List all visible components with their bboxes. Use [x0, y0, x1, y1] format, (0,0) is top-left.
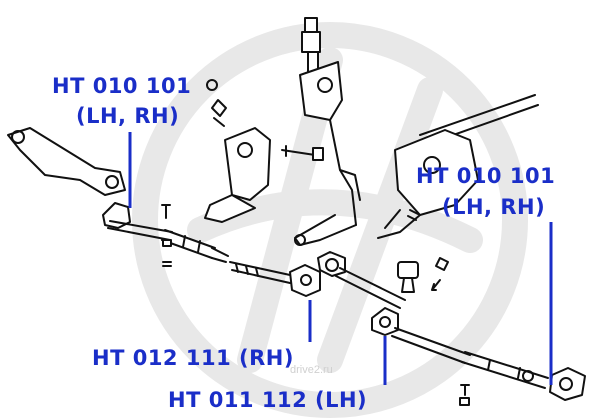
outer-tie-rod	[461, 351, 549, 389]
part-label-bottom: HT 011 112 (LH)	[168, 388, 368, 412]
tie-rod-sleeve	[161, 229, 229, 263]
center-link	[317, 251, 406, 309]
small-hardware	[161, 204, 470, 406]
idler-arm-bracket	[204, 79, 271, 223]
tie-rod-end-lower	[371, 307, 471, 364]
steering-column	[377, 94, 539, 239]
leader-lines	[128, 132, 553, 385]
side-label-right: (LH, RH)	[442, 195, 546, 219]
tie-rod-end-right	[549, 367, 586, 401]
tie-rod-end-left	[102, 202, 173, 241]
part-label-right: HT 010 101	[416, 164, 556, 188]
watermark-text: drive2.ru	[290, 364, 333, 376]
ball-stud	[397, 257, 449, 293]
pitman-arm	[7, 127, 126, 196]
idler-arm-assembly	[294, 17, 361, 246]
part-label-top-left: HT 010 101	[52, 74, 192, 98]
tie-rod-end-middle	[289, 264, 321, 297]
side-label-top-left: (LH, RH)	[76, 104, 180, 128]
bolt	[281, 145, 324, 161]
adjusting-sleeve	[229, 261, 291, 284]
part-label-middle: HT 012 111 (RH)	[92, 346, 294, 370]
